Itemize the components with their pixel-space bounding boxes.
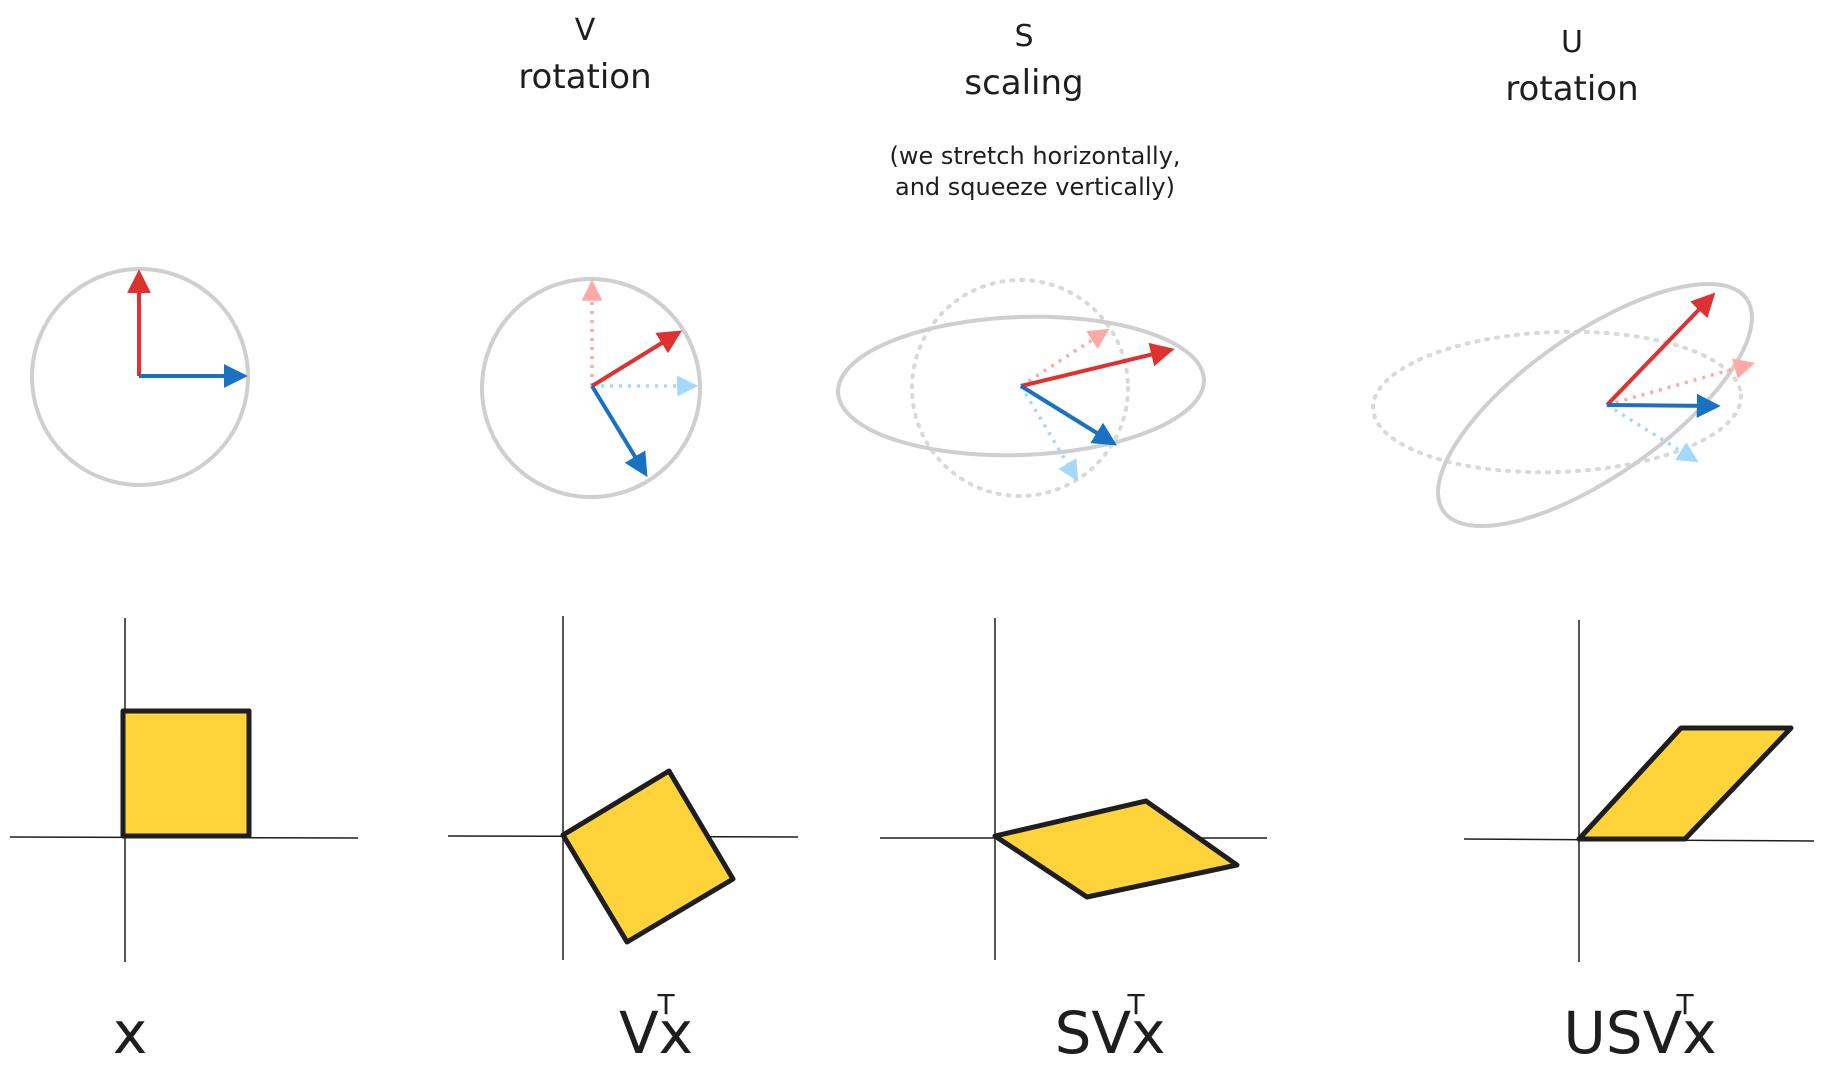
dotted-previous-ellipse — [1371, 329, 1743, 475]
plane-svtx — [880, 618, 1267, 960]
formula-usvtx-base: USVx — [1563, 999, 1716, 1067]
plane-x — [9, 618, 359, 962]
faded-red-vector-icon — [1606, 358, 1756, 407]
formula-svtx: SVx T — [1055, 988, 1166, 1067]
formula-vtx-base: Vx — [619, 999, 693, 1067]
formula-x-base: x — [113, 999, 147, 1067]
rotated-ellipse — [1436, 281, 1754, 529]
formula-svtx-transpose: T — [1126, 988, 1145, 1021]
scaled-ellipse — [836, 314, 1206, 458]
formula-usvtx-transpose: T — [1675, 988, 1694, 1021]
plane-vtx — [447, 616, 799, 960]
title-s-step: scaling — [964, 63, 1083, 103]
unit-circle — [30, 267, 250, 487]
final-parallelogram-shape — [1576, 725, 1794, 842]
formula-vtx: Vx T — [619, 988, 693, 1067]
title-u-step: rotation — [1505, 69, 1638, 109]
scaled-red-vector-icon — [1020, 342, 1175, 388]
plane-usvtx — [1463, 620, 1815, 962]
rotated-blue-vector-icon — [590, 384, 648, 478]
title-u-letter: U — [1561, 25, 1583, 60]
scaling-note-line-1: (we stretch horizontally, — [889, 142, 1180, 170]
dotted-previous-circle — [910, 278, 1130, 498]
title-s: S scaling (we stretch horizontally, and … — [889, 19, 1180, 201]
rotated-square-shape — [560, 768, 736, 945]
title-v: V rotation — [518, 13, 651, 97]
scaled-blue-vector-icon — [1019, 384, 1118, 446]
scaling-note-line-2: and squeeze vertically) — [895, 173, 1175, 201]
unit-square-shape — [120, 708, 252, 839]
title-v-letter: V — [575, 13, 596, 48]
formula-x: x — [113, 999, 147, 1067]
rotated-red-vector-icon — [590, 330, 683, 388]
title-s-letter: S — [1014, 19, 1033, 54]
formula-usvtx: USVx T — [1563, 988, 1716, 1067]
unit-circle-group — [30, 267, 250, 487]
formula-svtx-base: SVx — [1055, 999, 1166, 1067]
rotated-circle — [480, 277, 702, 499]
rotated-circle-group — [480, 277, 702, 499]
title-u: U rotation — [1505, 25, 1638, 109]
scaled-ellipse-group — [836, 278, 1206, 498]
final-red-vector-icon — [1605, 292, 1716, 407]
formula-vtx-transpose: T — [656, 988, 675, 1021]
faded-blue-vector-icon — [1019, 385, 1079, 482]
final-ellipse-group — [1371, 281, 1756, 529]
title-v-step: rotation — [518, 57, 651, 97]
scaled-parallelogram-shape — [992, 798, 1240, 900]
final-blue-vector-icon — [1606, 393, 1721, 418]
